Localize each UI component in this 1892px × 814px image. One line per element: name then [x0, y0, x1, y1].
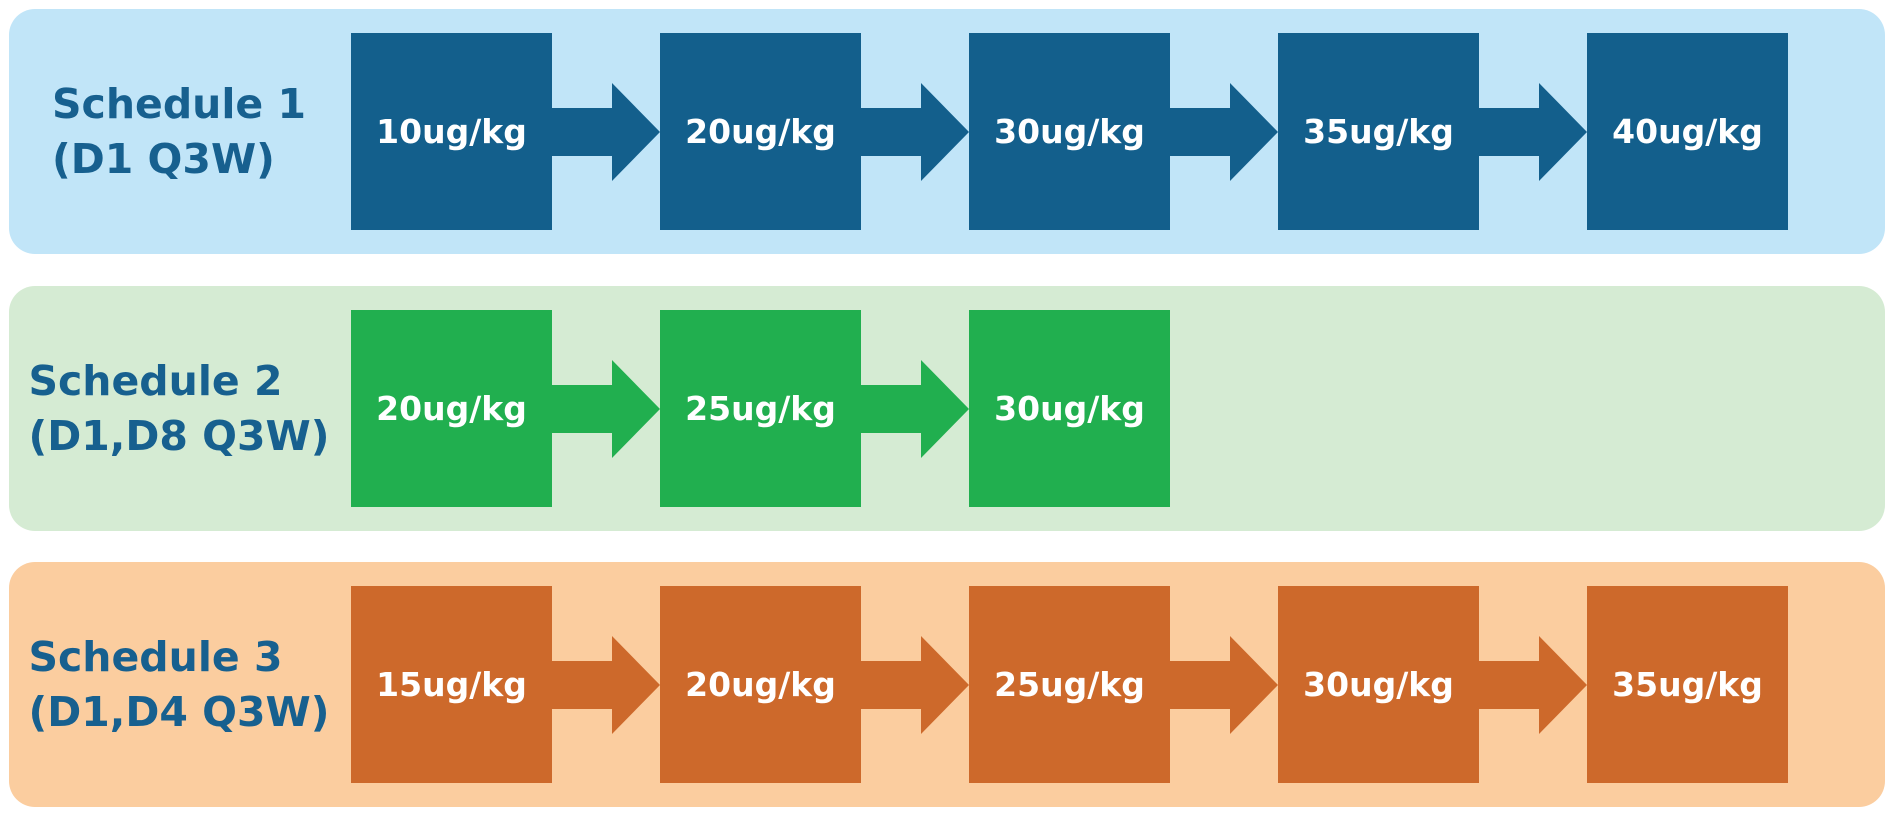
schedule-name: Schedule 3 [28, 632, 283, 681]
arrow-right-icon [552, 635, 660, 734]
schedule-dosing-regimen: (D1,D4 Q3W) [28, 687, 330, 736]
schedule-lane-3: Schedule 3 (D1,D4 Q3W) 15ug/kg 20ug/kg 25ug/… [9, 562, 1885, 807]
dose-level-box: 35ug/kg [1278, 33, 1479, 230]
schedule-name: Schedule 2 [28, 356, 283, 405]
dose-level-box: 40ug/kg [1587, 33, 1788, 230]
dose-level-box: 25ug/kg [660, 310, 861, 507]
dose-level-box: 20ug/kg [351, 310, 552, 507]
schedule-lane-1: Schedule 1 (D1 Q3W) 10ug/kg 20ug/kg 30ug/kg 3… [9, 9, 1885, 254]
schedule-label: Schedule 2 (D1,D8 Q3W) [9, 286, 349, 531]
schedule-label: Schedule 3 (D1,D4 Q3W) [9, 562, 349, 807]
arrow-right-icon [861, 635, 969, 734]
schedule-label: Schedule 1 (D1 Q3W) [9, 9, 349, 254]
arrow-right-icon [1170, 635, 1278, 734]
schedule-name: Schedule 1 [51, 79, 307, 128]
schedule-dosing-regimen: (D1 Q3W) [51, 134, 275, 183]
arrow-right-icon [1170, 82, 1278, 181]
arrow-right-icon [1479, 82, 1587, 181]
schedule-lane-2: Schedule 2 (D1,D8 Q3W) 20ug/kg 25ug/kg 30ug/… [9, 286, 1885, 531]
dose-level-box: 20ug/kg [660, 586, 861, 783]
arrow-right-icon [552, 82, 660, 181]
dose-level-box: 15ug/kg [351, 586, 552, 783]
dose-level-box: 25ug/kg [969, 586, 1170, 783]
arrow-right-icon [1479, 635, 1587, 734]
dose-level-box: 30ug/kg [1278, 586, 1479, 783]
arrow-right-icon [861, 359, 969, 458]
arrow-right-icon [552, 359, 660, 458]
arrow-right-icon [861, 82, 969, 181]
dose-level-box: 10ug/kg [351, 33, 552, 230]
dose-level-box: 20ug/kg [660, 33, 861, 230]
dose-level-box: 30ug/kg [969, 310, 1170, 507]
schedule-dosing-regimen: (D1,D8 Q3W) [28, 411, 330, 460]
dose-level-box: 30ug/kg [969, 33, 1170, 230]
dose-level-box: 35ug/kg [1587, 586, 1788, 783]
